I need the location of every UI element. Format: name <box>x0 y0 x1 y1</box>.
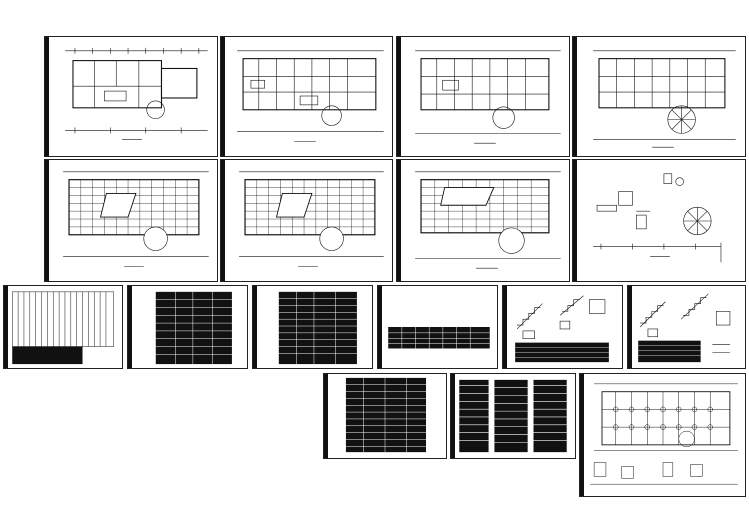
detail-drawing <box>593 173 722 263</box>
stair-detail-drawing <box>515 295 609 363</box>
title-block <box>253 286 257 368</box>
sheet-schedule-table-3 <box>252 285 373 369</box>
sheet-schedule-table-5 <box>323 373 447 459</box>
sheet-stair-detail-2 <box>627 285 746 369</box>
title-block <box>324 374 328 458</box>
dim-ticks-top <box>74 47 200 54</box>
title-block <box>580 374 584 496</box>
title-block <box>4 286 8 368</box>
title-block <box>397 37 401 156</box>
floor-plan-drawing <box>415 50 561 144</box>
floor-plan-drawing <box>237 50 384 142</box>
schedule-table <box>155 291 232 365</box>
title-block <box>128 286 132 368</box>
floor-plan-drawing <box>65 47 208 140</box>
notes-text-block <box>459 379 567 453</box>
title-block <box>397 160 401 281</box>
title-block <box>378 286 382 368</box>
floor-plan-drawing <box>593 50 736 148</box>
sheet-foundation-plan <box>579 373 746 497</box>
schedule-table <box>278 291 357 365</box>
sheet-floor-plan-3 <box>396 36 570 157</box>
sheet-stair-detail-1 <box>502 285 623 369</box>
schedule-table <box>11 291 115 365</box>
floor-plan-drawing <box>239 171 384 267</box>
foundation-plan-drawing <box>590 383 738 485</box>
sheet-detail-drawings <box>572 159 746 282</box>
title-block <box>451 374 455 458</box>
sheet-floor-plan-1 <box>44 36 218 157</box>
floor-plan-drawing <box>63 171 209 267</box>
schedule-table <box>345 377 427 453</box>
title-block <box>45 37 49 156</box>
sheet-general-notes <box>450 373 576 459</box>
sheet-floor-plan-6 <box>220 159 393 282</box>
title-block <box>221 160 225 281</box>
title-block <box>573 160 577 281</box>
title-block <box>45 160 49 281</box>
floor-plan-drawing <box>415 171 561 269</box>
title-block <box>503 286 507 368</box>
sheet-floor-plan-5 <box>44 159 218 282</box>
title-block <box>628 286 632 368</box>
stair-detail-drawing <box>638 293 731 363</box>
sheet-schedule-table-4 <box>377 285 498 369</box>
title-block <box>221 37 225 156</box>
sheet-schedule-table-2 <box>127 285 248 369</box>
title-block <box>573 37 577 156</box>
sheet-floor-plan-7 <box>396 159 570 282</box>
sheet-floor-plan-4 <box>572 36 746 157</box>
sheet-schedule-table-1 <box>3 285 123 369</box>
schedule-table <box>388 327 490 349</box>
sheet-floor-plan-2 <box>220 36 393 157</box>
